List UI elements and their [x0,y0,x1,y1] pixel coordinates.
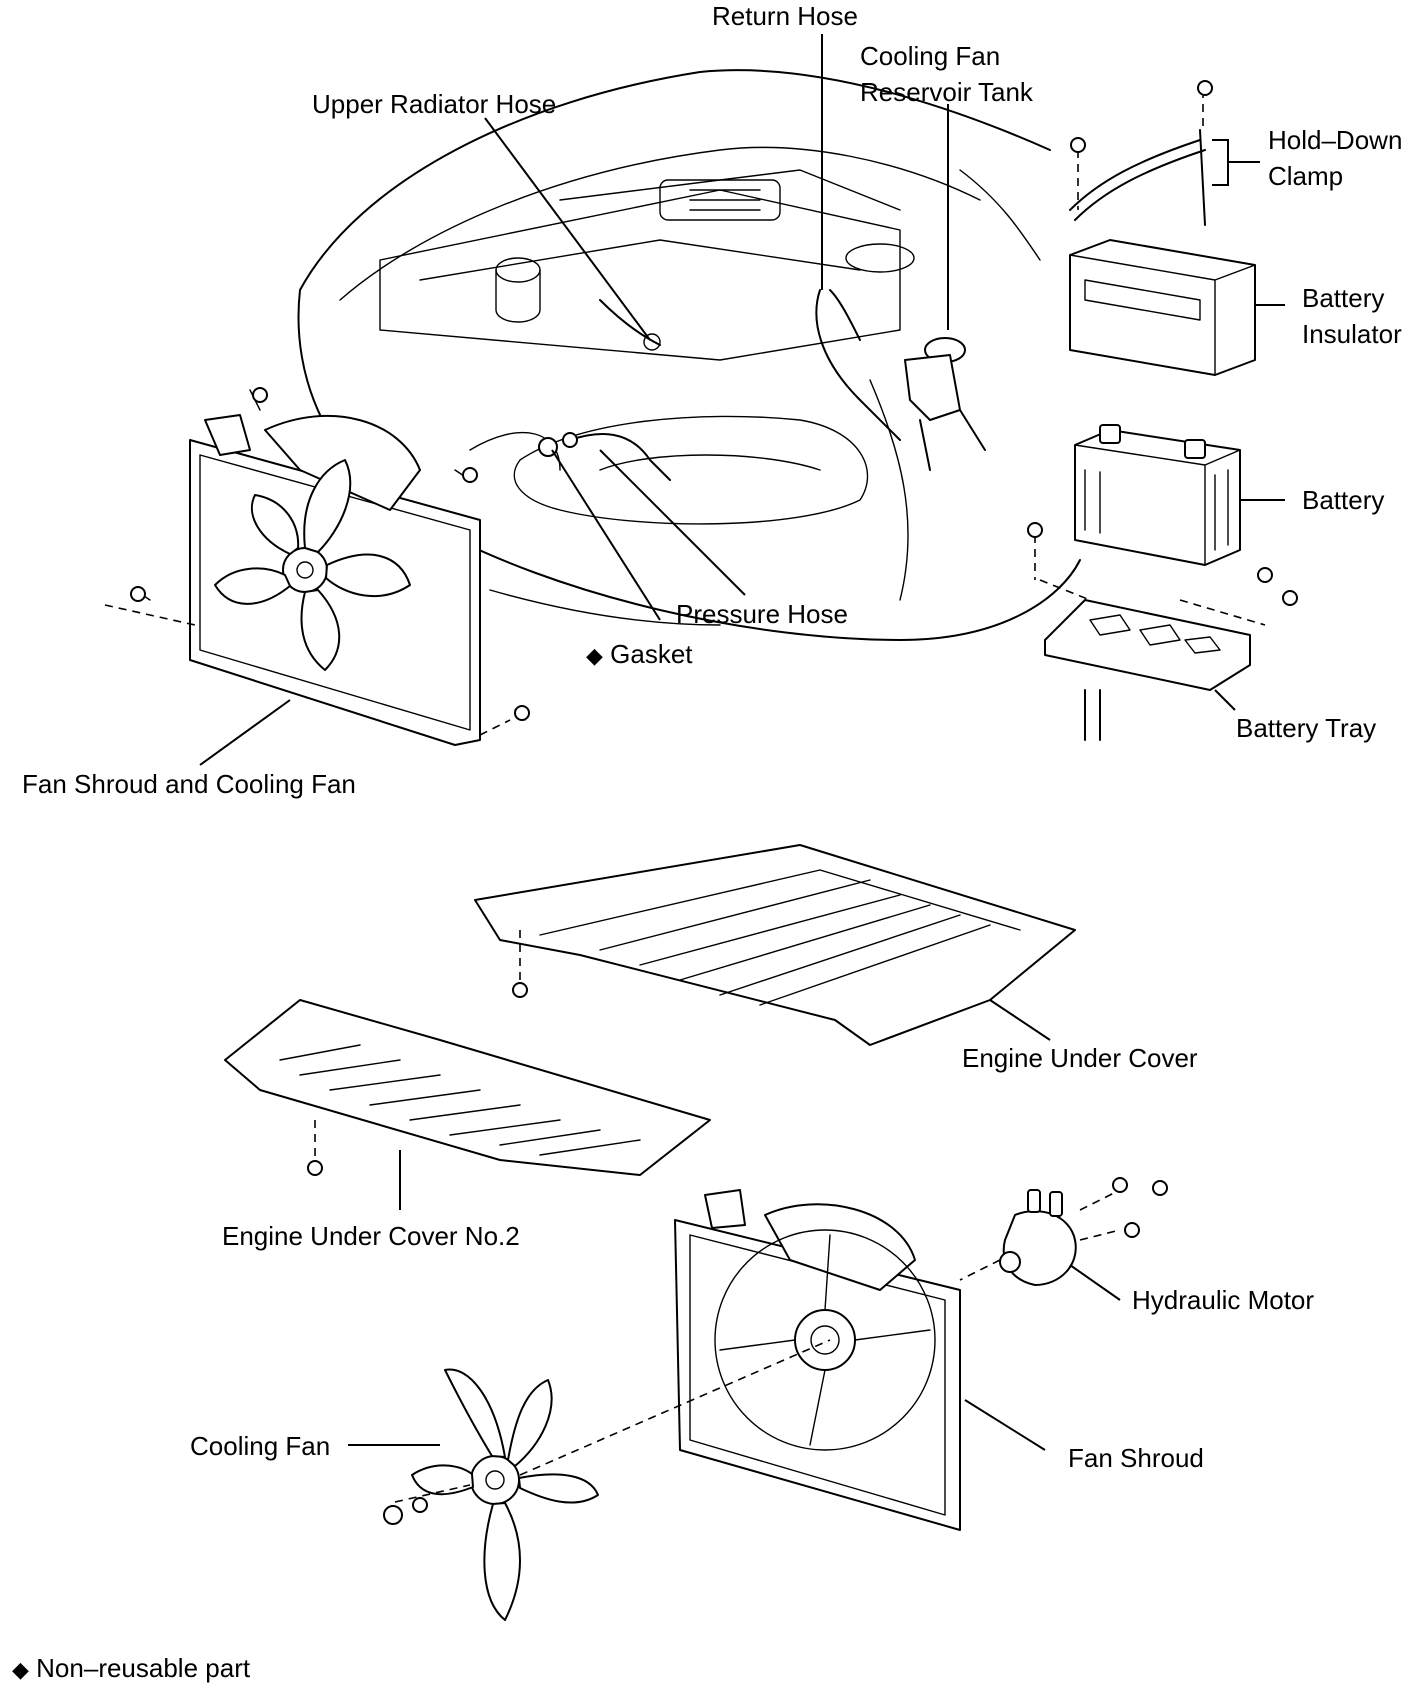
leader-pressure-hose [599,449,746,596]
label-cooling-fan-reservoir-tank-line2: Reservoir Tank [860,77,1033,107]
label-pressure-hose: Pressure Hose [676,599,848,629]
label-return-hose: Return Hose [712,1,858,31]
leader-engine-under-cover [989,999,1051,1041]
label-battery-tray: Battery Tray [1236,713,1377,743]
engine-under-cover-part [474,844,1076,1046]
label-engine-under-cover: Engine Under Cover [962,1043,1198,1073]
fan-shroud-assembly-upper [104,387,530,746]
label-battery: Battery [1302,485,1385,515]
legend-non-reusable-part: ◆ Non–reusable part [12,1650,250,1688]
label-battery-insulator-line2: Insulator [1302,319,1402,349]
fan-shroud-part [674,1189,961,1531]
label-upper-radiator-hose: Upper Radiator Hose [312,89,557,119]
label-engine-under-cover-no2: Engine Under Cover No.2 [222,1221,520,1251]
label-battery-insulator-line1: Battery [1302,283,1385,313]
label-gasket-text: Gasket [610,639,693,669]
non-reusable-legend-icon: ◆ [12,1657,29,1682]
hydraulic-motor-part [959,1177,1168,1286]
leader-lines [199,34,1285,1451]
leader-hydraulic-motor [1069,1264,1121,1301]
leader-battery-tray [1214,689,1236,711]
engine-under-cover-no2-part [224,999,711,1176]
leader-fan-shroud [964,1399,1046,1451]
leader-gasket [551,449,661,621]
legend-text: Non–reusable part [36,1653,251,1683]
label-hydraulic-motor: Hydraulic Motor [1132,1285,1315,1315]
label-fan-shroud: Fan Shroud [1068,1443,1204,1473]
label-gasket: ◆ Gasket [586,636,693,674]
vehicle-engine-bay [297,69,1081,641]
label-cooling-fan-reservoir-tank-line1: Cooling Fan [860,41,1001,71]
label-hold-down-clamp-line1: Hold–Down [1268,125,1403,155]
label-hold-down-clamp-line2: Clamp [1268,161,1344,191]
label-cooling-fan: Cooling Fan [190,1431,331,1461]
non-reusable-icon: ◆ [586,643,603,668]
cooling-fan-part [383,1339,831,1621]
label-fan-shroud-and-cooling-fan: Fan Shroud and Cooling Fan [22,769,356,799]
leader-fan-shroud-cooling-fan [199,699,291,766]
leader-upper-radiator-hose [484,117,651,341]
battery-group [1027,80,1298,741]
